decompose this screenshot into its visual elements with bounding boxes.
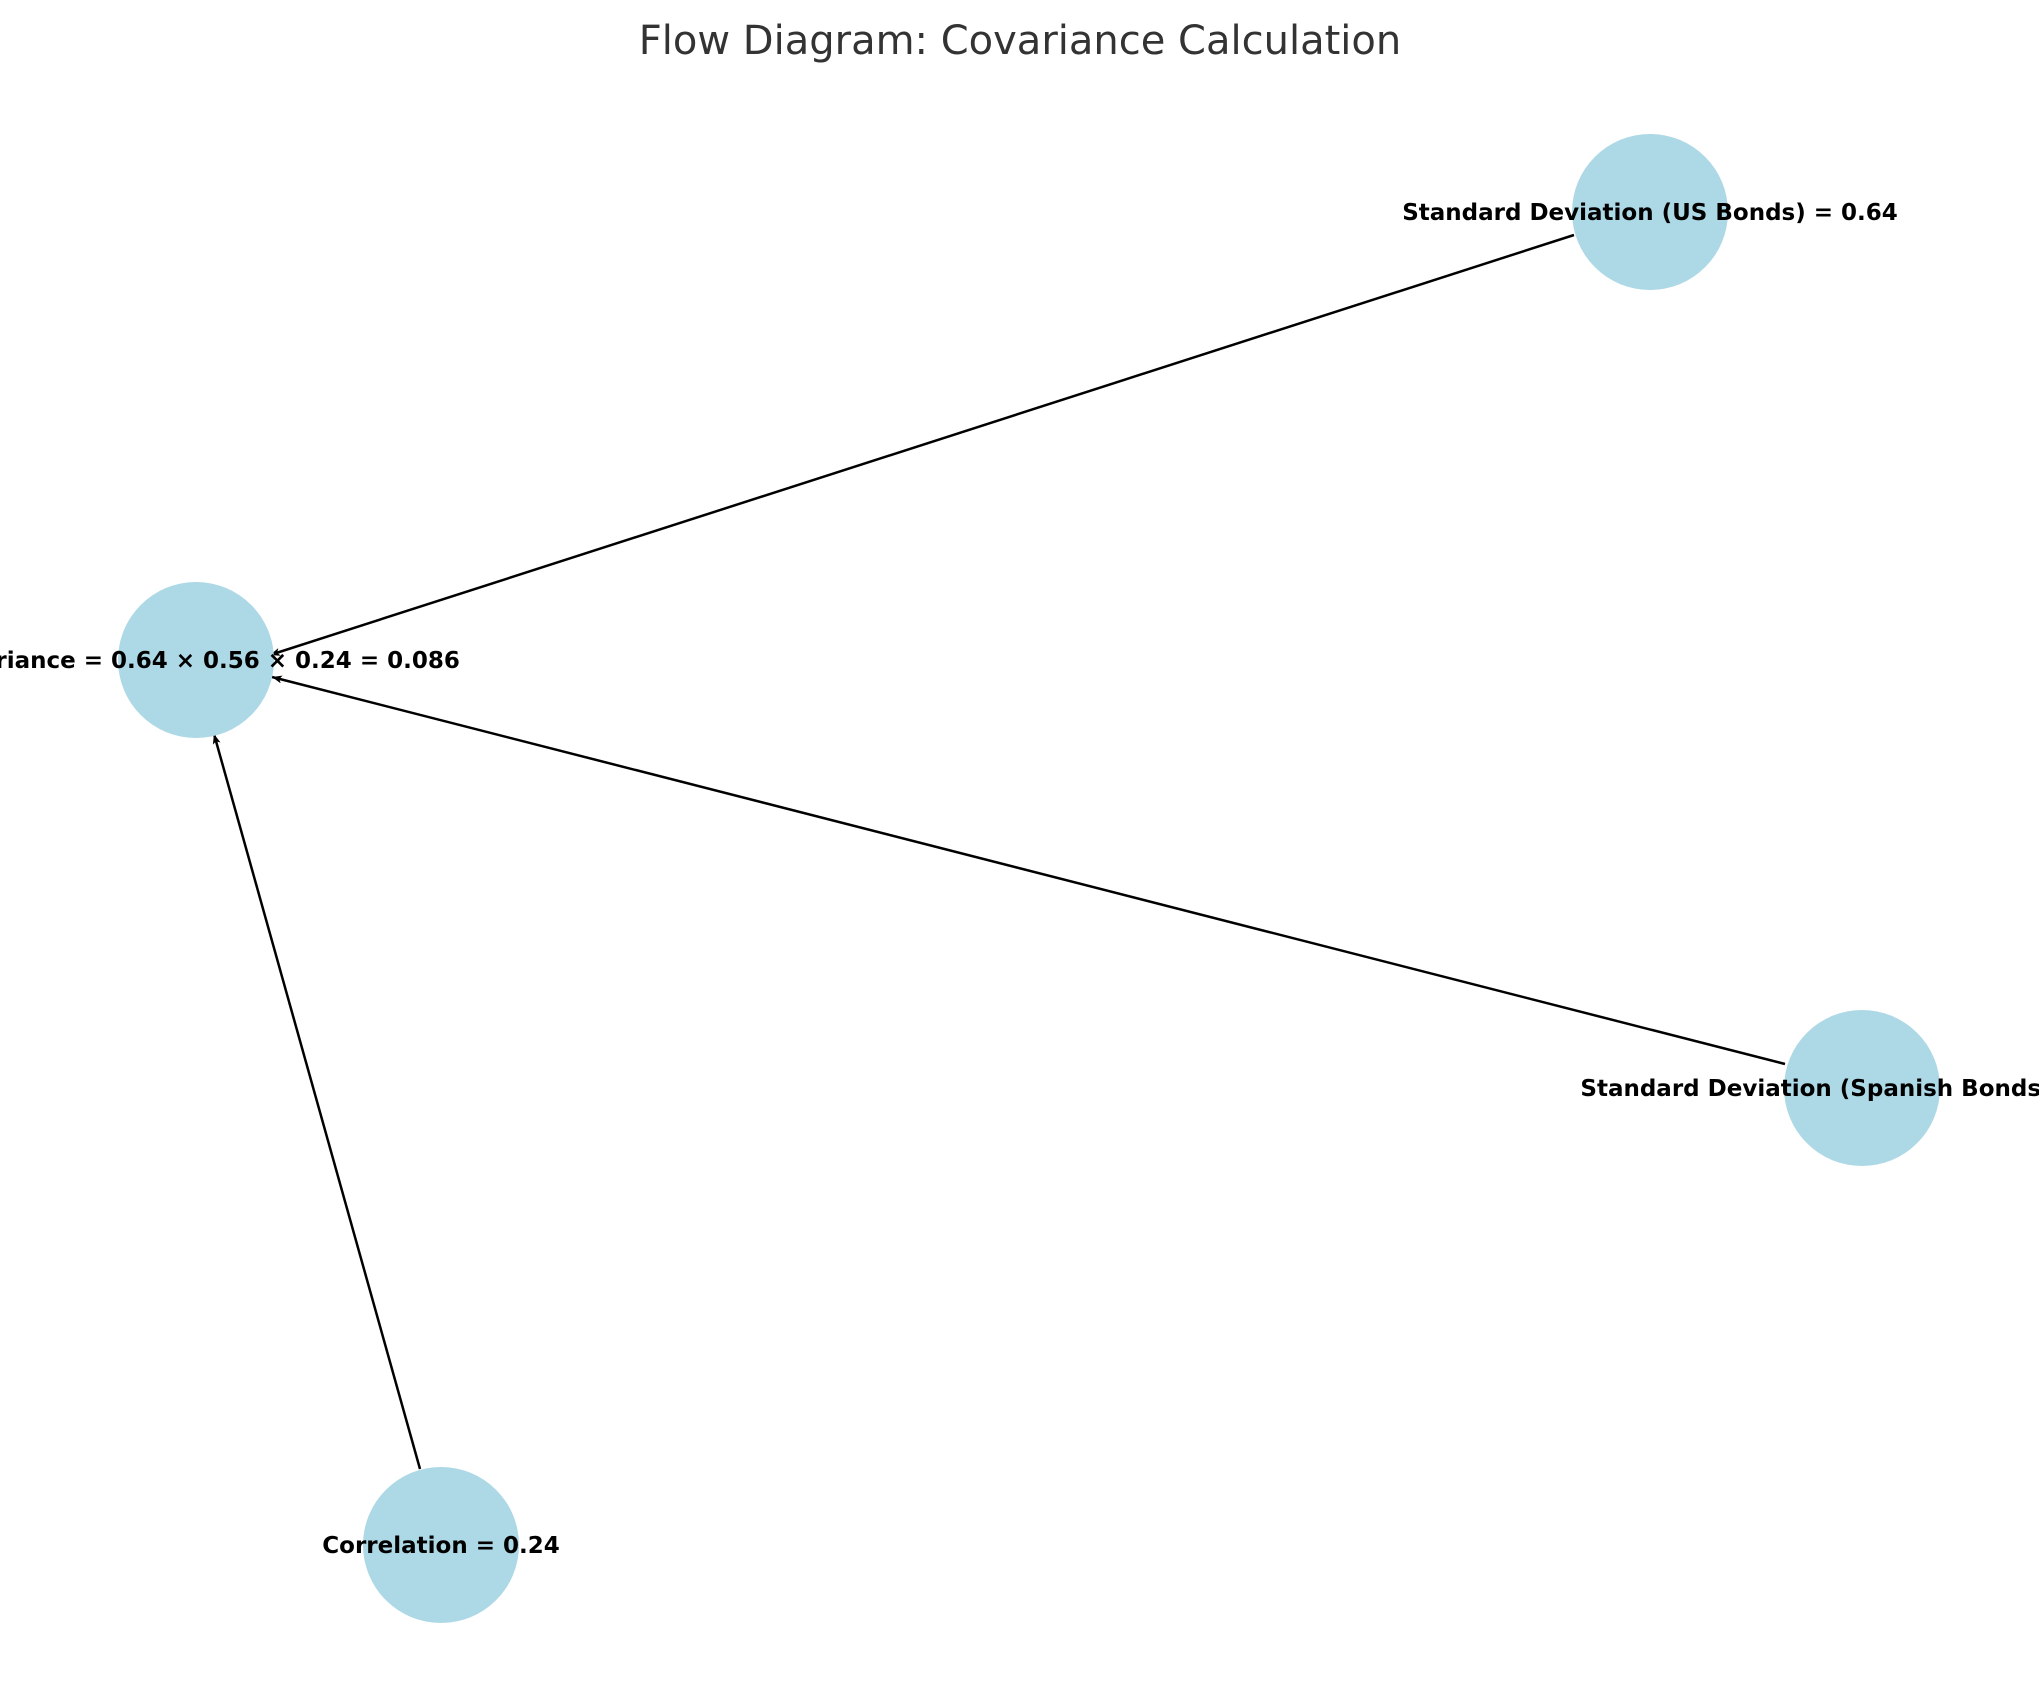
correlation-node-label: Correlation = 0.24 xyxy=(322,1533,559,1559)
sd-spanish-node[interactable] xyxy=(1784,1010,1940,1166)
sd-us-node[interactable] xyxy=(1572,134,1728,290)
covariance-node-label: Covariance = 0.64 × 0.56 × 0.24 = 0.086 xyxy=(0,648,460,674)
edge-correlation-to-covariance xyxy=(212,733,422,1470)
correlation-node[interactable] xyxy=(363,1467,519,1623)
edges xyxy=(212,233,1786,1470)
nodes xyxy=(118,134,1940,1623)
diagram-title: Flow Diagram: Covariance Calculation xyxy=(639,18,1401,64)
sd-spanish-node-label: Standard Deviation (Spanish Bonds) = 0.5… xyxy=(1580,1076,2039,1102)
node-labels: Covariance = 0.64 × 0.56 × 0.24 = 0.086 … xyxy=(0,200,2039,1559)
edge-sd-us-to-covariance xyxy=(269,233,1575,657)
covariance-node[interactable] xyxy=(118,582,274,738)
edge-sd-spanish-to-covariance xyxy=(271,675,1786,1066)
sd-us-node-label: Standard Deviation (US Bonds) = 0.64 xyxy=(1402,200,1898,226)
